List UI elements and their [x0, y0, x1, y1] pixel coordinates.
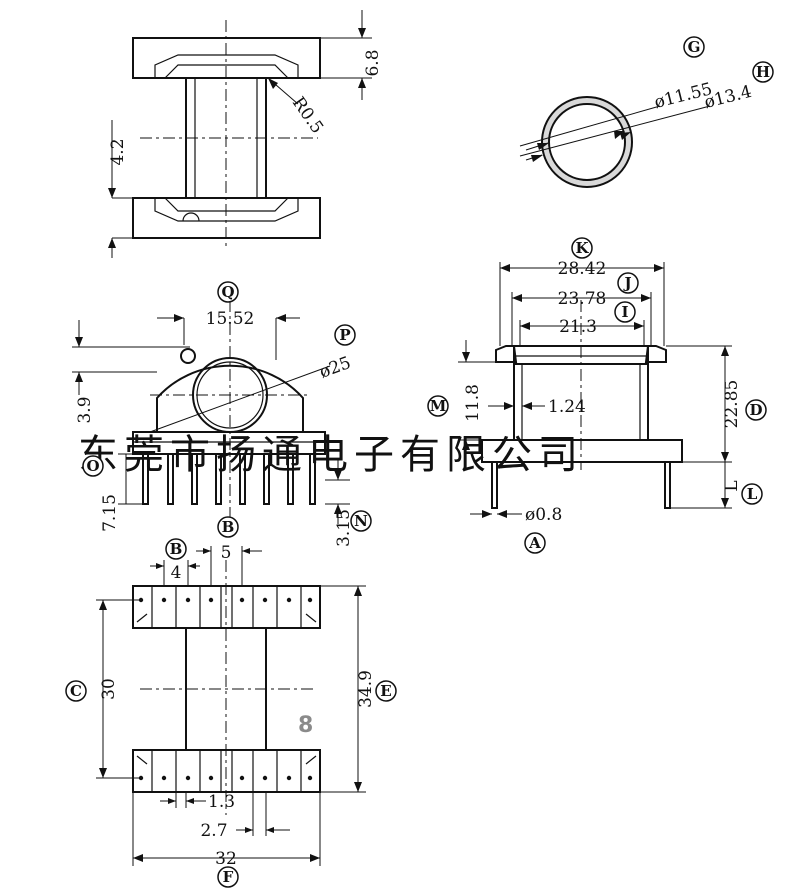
- callout-j: J: [617, 272, 639, 294]
- dim-11-8: 11.8: [463, 384, 483, 422]
- svg-text:K: K: [575, 239, 589, 257]
- callout-g: G: [683, 36, 705, 58]
- dim-3-9: 3.9: [75, 396, 95, 423]
- top-rail-pins: [136, 586, 317, 628]
- callout-b-upper: B: [217, 516, 239, 538]
- dim-22-85: 22.85: [722, 380, 742, 429]
- callout-d: D: [745, 399, 767, 421]
- dim-radius: R0.5: [288, 93, 327, 137]
- dim-pin-pitch-5: 5: [221, 543, 232, 563]
- side-pin-view: 28.42 23.78 21.3 11.8 1.24 22.: [458, 259, 742, 525]
- bottom-plan-view: 4 5 30 34.9 1.3: [96, 543, 376, 869]
- svg-text:M: M: [430, 397, 447, 415]
- svg-text:H: H: [756, 63, 770, 81]
- core-section-view: ø11.55 ø13.4: [519, 79, 754, 188]
- dim-2-7: 2.7: [200, 821, 227, 841]
- dim-top-height: 6.8: [363, 49, 383, 76]
- callout-a: A: [524, 532, 546, 554]
- dim-pin-diameter: ø0.8: [525, 505, 562, 525]
- callout-o: O: [82, 455, 104, 477]
- dim-pin-pitch-4: 4: [171, 563, 182, 583]
- callout-m: M: [427, 395, 449, 417]
- callout-f: F: [217, 866, 239, 888]
- svg-text:L: L: [747, 485, 758, 503]
- svg-text:C: C: [70, 682, 82, 700]
- svg-text:Q: Q: [221, 283, 234, 301]
- page-number: 8: [298, 713, 313, 738]
- dim-3-15: 3.15: [334, 509, 354, 547]
- svg-text:P: P: [339, 326, 350, 344]
- callout-labels: G H K J I Q P M D O L N A B B C E F: [65, 36, 774, 888]
- dim-1-24: 1.24: [548, 397, 586, 417]
- callout-e: E: [375, 680, 397, 702]
- dim-1-3: 1.3: [208, 792, 235, 812]
- svg-text:I: I: [621, 303, 628, 321]
- dim-flange-diameter: ø25: [317, 353, 354, 383]
- callout-n: N: [350, 510, 372, 532]
- side-elevation-view: 6.8 R0.5 4.2: [108, 10, 383, 258]
- callout-l: L: [741, 483, 763, 505]
- svg-text:E: E: [380, 682, 391, 700]
- company-watermark: 东莞市扬通电子有限公司: [78, 432, 584, 478]
- dim-pin-length: L: [722, 480, 742, 491]
- svg-text:A: A: [528, 534, 541, 552]
- callout-p: P: [334, 324, 356, 346]
- callout-h: H: [752, 61, 774, 83]
- dim-34-9: 34.9: [356, 670, 376, 708]
- svg-text:N: N: [354, 512, 368, 530]
- dim-15-52: 15.52: [206, 309, 255, 329]
- dim-core-height: 4.2: [108, 138, 128, 165]
- dim-7-15: 7.15: [100, 494, 120, 532]
- callout-i: I: [614, 301, 636, 323]
- dim-21-3: 21.3: [559, 317, 597, 337]
- front-flange-view: 15.52 ø25 3.9 7.15 3.15: [72, 300, 354, 547]
- svg-text:B: B: [222, 518, 235, 536]
- dim-23-78: 23.78: [558, 289, 607, 309]
- dim-30: 30: [99, 678, 119, 700]
- callout-c: C: [65, 680, 87, 702]
- dim-32: 32: [215, 849, 237, 869]
- callout-k: K: [571, 237, 593, 259]
- svg-text:O: O: [86, 457, 99, 475]
- svg-text:F: F: [223, 868, 234, 886]
- callout-q: Q: [217, 281, 239, 303]
- svg-text:G: G: [688, 38, 701, 56]
- svg-text:D: D: [749, 401, 762, 419]
- callout-b-lower: B: [165, 538, 187, 560]
- svg-text:J: J: [622, 274, 631, 292]
- dim-28-42: 28.42: [558, 259, 607, 279]
- svg-text:B: B: [170, 540, 183, 558]
